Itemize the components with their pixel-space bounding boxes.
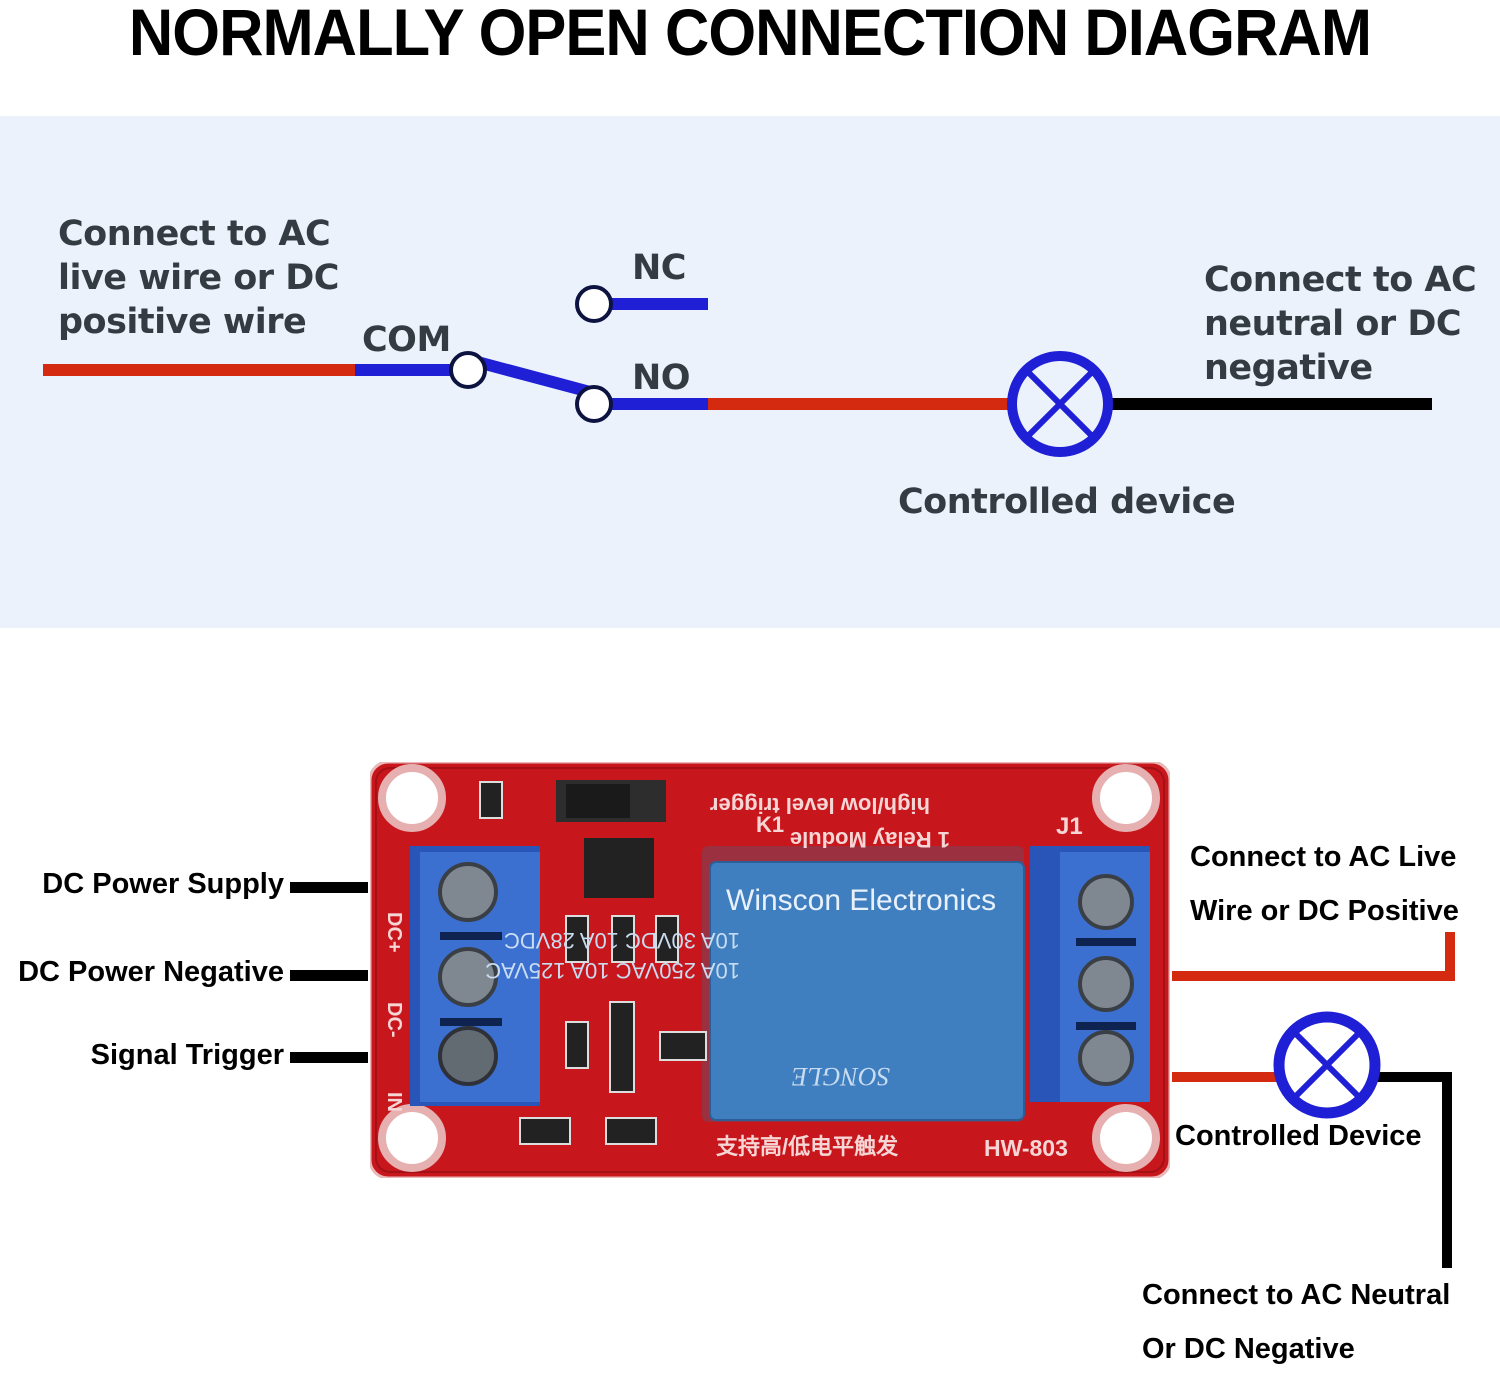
screw-icon xyxy=(438,1026,498,1086)
relay-module-board: DC+ DC- IN high/low level trigger 1 Rela… xyxy=(370,762,1170,1178)
no-label: NO xyxy=(632,358,691,398)
watermark: Winscon Electronics xyxy=(726,884,996,917)
board-header-line2: 1 Relay Module xyxy=(790,827,950,852)
board-header-line1: high/low level trigger xyxy=(710,793,930,818)
pin-label-in: IN xyxy=(383,1092,405,1112)
signal-lead xyxy=(290,1052,368,1063)
nc-terminal xyxy=(575,285,613,323)
screw-icon xyxy=(438,862,498,922)
model-label: HW-803 xyxy=(984,1135,1068,1161)
dc-minus-lead xyxy=(290,970,368,981)
k1-label: K1 xyxy=(756,812,784,837)
lamp-x-icon xyxy=(1273,1011,1381,1119)
screw-icon xyxy=(1078,1030,1134,1086)
neutral-wire-label: Connect to AC neutral or DC negative xyxy=(1204,260,1477,388)
relay-brand: SONGLE xyxy=(792,1062,890,1091)
live-wire-label: Connect to AC live wire or DC positive w… xyxy=(58,214,339,342)
lamp-x-icon xyxy=(1007,351,1113,457)
mounting-holes xyxy=(378,764,1160,1172)
signal-trigger-label: Signal Trigger xyxy=(90,1039,284,1071)
controlled-device-label: Controlled device xyxy=(898,482,1236,522)
dc-plus-lead xyxy=(290,882,368,893)
input-terminal-block xyxy=(410,846,540,1106)
jumper-cap xyxy=(566,784,630,818)
switch-arm xyxy=(468,354,592,398)
com-label: COM xyxy=(362,320,451,360)
pin-label-dc-plus: DC+ xyxy=(383,912,405,953)
dc-power-supply-label: DC Power Supply xyxy=(42,868,284,900)
optocoupler-chip xyxy=(584,838,654,898)
page-title: NORMALLY OPEN CONNECTION DIAGRAM xyxy=(128,0,1372,69)
nc-label: NC xyxy=(632,248,686,288)
pin-label-dc-minus: DC- xyxy=(383,1002,405,1038)
module-wiring xyxy=(290,882,1455,1268)
relay-component xyxy=(702,846,1025,1122)
smd-components xyxy=(479,781,707,1145)
com-live-wire xyxy=(1172,932,1455,981)
com-terminal xyxy=(449,351,487,389)
relay-rating-2: 10A 250VAC 10A 125VAC xyxy=(485,958,740,983)
dc-power-negative-label: DC Power Negative xyxy=(18,956,284,988)
ac-live-label: Connect to AC Live Wire or DC Positive xyxy=(1190,841,1459,927)
screw-icon xyxy=(1078,956,1134,1012)
schematic-diagram xyxy=(43,285,1432,457)
screw-icon xyxy=(1078,874,1134,930)
chinese-label: 支持高/低电平触发 xyxy=(716,1134,899,1159)
device-neutral-wire xyxy=(1375,1072,1452,1268)
ac-neutral-label: Connect to AC Neutral Or DC Negative xyxy=(1142,1279,1451,1365)
output-terminal-block xyxy=(1030,846,1150,1102)
j1-label: J1 xyxy=(1056,813,1083,840)
no-terminal xyxy=(575,385,613,423)
relay-rating-1: 10A 30VDC 10A 28VDC xyxy=(504,928,740,953)
screw-icon xyxy=(438,947,498,1007)
controlled-device-label: Controlled Device xyxy=(1175,1120,1422,1152)
